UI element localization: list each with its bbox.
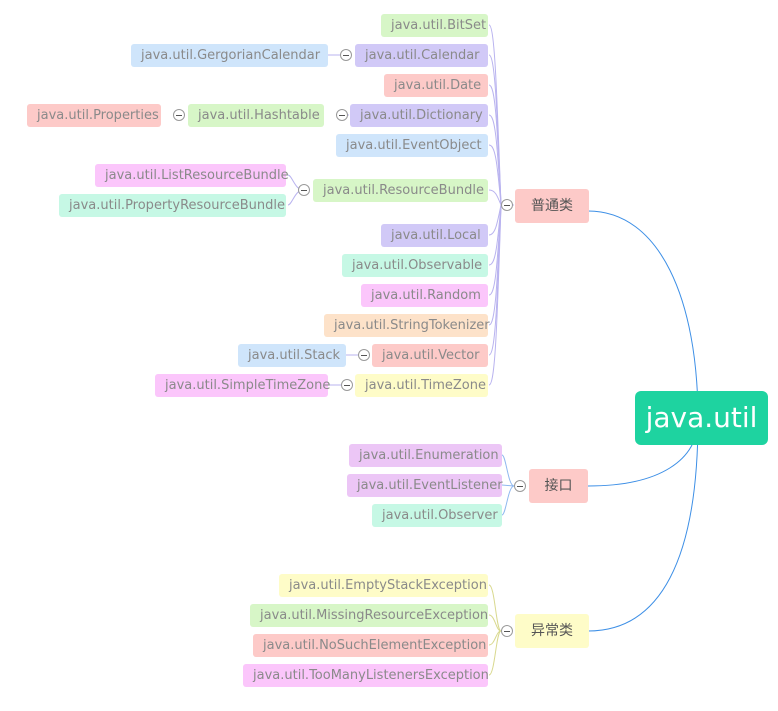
collapse-toggle-dictionary[interactable] xyxy=(336,109,348,121)
node-enumeration[interactable]: java.util.Enumeration xyxy=(349,444,502,467)
node-observer[interactable]: java.util.Observer xyxy=(372,504,502,527)
node-event-listener[interactable]: java.util.EventListener xyxy=(347,474,503,497)
collapse-toggle-classes[interactable] xyxy=(501,199,513,211)
node-local[interactable]: java.util.Local xyxy=(381,224,488,247)
node-gregorian-calendar[interactable]: java.util.GergorianCalendar xyxy=(131,44,328,67)
collapse-toggle-exceptions[interactable] xyxy=(501,625,513,637)
node-vector[interactable]: java.util.Vector xyxy=(372,344,488,367)
root-node[interactable]: java.util xyxy=(635,391,768,445)
node-random[interactable]: java.util.Random xyxy=(361,284,488,307)
node-property-resource-bundle[interactable]: java.util.PropertyResourceBundle xyxy=(59,194,286,217)
collapse-toggle-hashtable[interactable] xyxy=(173,109,185,121)
node-no-such-element-exception[interactable]: java.util.NoSuchElementException xyxy=(253,634,488,657)
node-resource-bundle[interactable]: java.util.ResourceBundle xyxy=(313,179,488,202)
collapse-toggle-vector[interactable] xyxy=(358,349,370,361)
node-string-tokenizer[interactable]: java.util.StringTokenizer xyxy=(324,314,490,337)
node-timezone[interactable]: java.util.TimeZone xyxy=(355,374,488,397)
node-empty-stack-exception[interactable]: java.util.EmptyStackException xyxy=(279,574,488,597)
collapse-toggle-interfaces[interactable] xyxy=(514,480,526,492)
node-list-resource-bundle[interactable]: java.util.ListResourceBundle xyxy=(95,164,289,187)
node-observable[interactable]: java.util.Observable xyxy=(342,254,488,277)
node-simple-timezone[interactable]: java.util.SimpleTimeZone xyxy=(155,374,330,397)
collapse-toggle-resource-bundle[interactable] xyxy=(298,184,310,196)
node-properties[interactable]: java.util.Properties xyxy=(27,104,161,127)
node-bitset[interactable]: java.util.BitSet xyxy=(381,14,488,37)
category-exceptions[interactable]: 异常类 xyxy=(515,614,589,648)
category-classes[interactable]: 普通类 xyxy=(515,189,589,223)
node-event-object[interactable]: java.util.EventObject xyxy=(336,134,488,157)
node-dictionary[interactable]: java.util.Dictionary xyxy=(350,104,488,127)
node-missing-resource-exception[interactable]: java.util.MissingResourceException xyxy=(250,604,488,627)
category-interfaces[interactable]: 接口 xyxy=(529,469,588,503)
node-too-many-listeners-exception[interactable]: java.util.TooManyListenersException xyxy=(243,664,489,687)
node-date[interactable]: java.util.Date xyxy=(384,74,488,97)
node-hashtable[interactable]: java.util.Hashtable xyxy=(188,104,324,127)
collapse-toggle-calendar[interactable] xyxy=(340,49,352,61)
collapse-toggle-timezone[interactable] xyxy=(341,379,353,391)
node-calendar[interactable]: java.util.Calendar xyxy=(355,44,488,67)
node-stack[interactable]: java.util.Stack xyxy=(238,344,346,367)
